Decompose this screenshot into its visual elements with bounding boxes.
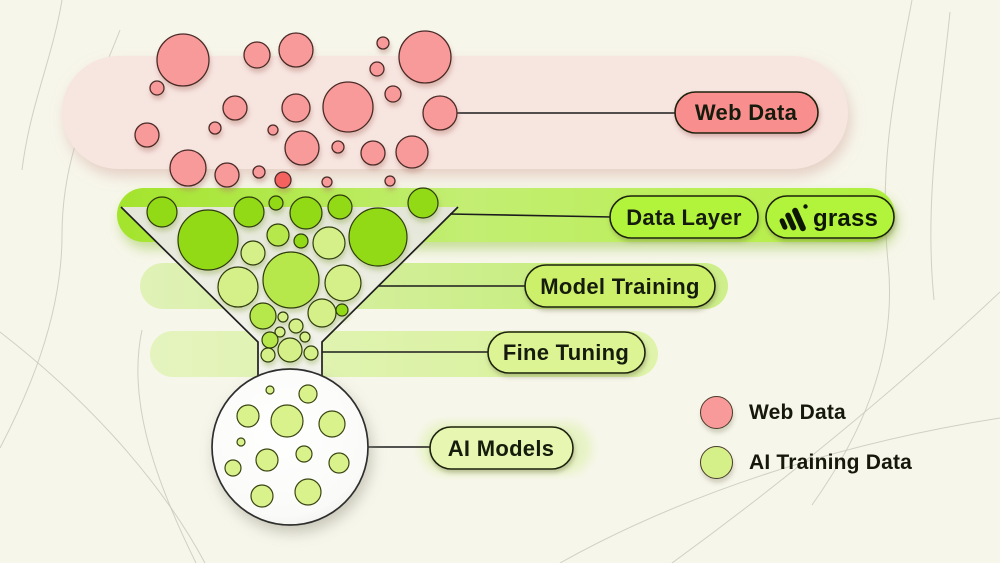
ai-training-data-swatch xyxy=(700,446,733,479)
legend-item-ai-training-data: AI Training Data xyxy=(700,446,912,479)
ai-model-dots xyxy=(224,384,350,508)
bubble xyxy=(214,162,240,188)
bubble xyxy=(243,41,271,69)
bubble xyxy=(240,240,266,266)
bubble xyxy=(156,33,210,87)
web-data-pill: Web Data xyxy=(674,91,819,134)
grass-logo-pill: grass xyxy=(765,195,895,239)
ai-models-sphere xyxy=(211,368,369,526)
grass-logo-icon xyxy=(779,204,808,232)
ai-models-pill-label: AI Models xyxy=(448,436,555,461)
bubble xyxy=(318,410,346,438)
bubble xyxy=(348,207,408,267)
bubble xyxy=(277,311,289,323)
fine-tuning-pill-label: Fine Tuning xyxy=(503,340,629,365)
bubble xyxy=(384,85,402,103)
model-training-pill-label: Model Training xyxy=(540,274,699,299)
bubble xyxy=(146,196,178,228)
bubble xyxy=(360,140,386,166)
web-data-bubbles xyxy=(134,30,458,189)
bubble xyxy=(331,140,345,154)
bubble xyxy=(177,209,239,271)
legend-item-web-data: Web Data xyxy=(700,396,912,429)
model-training-pill: Model Training xyxy=(524,264,716,308)
bubble xyxy=(260,347,276,363)
bubble xyxy=(293,233,309,249)
bubble xyxy=(307,298,337,328)
data-layer-pill-label: Data Layer xyxy=(626,205,742,230)
bubble xyxy=(274,326,286,338)
grass-logo-text: grass xyxy=(813,205,878,232)
bubble xyxy=(255,448,279,472)
bubble xyxy=(250,484,274,508)
bubble xyxy=(395,135,429,169)
funnel-left-edge xyxy=(120,206,259,377)
bubble xyxy=(249,302,277,330)
bubble xyxy=(169,149,207,187)
bubble xyxy=(407,187,439,219)
bubble xyxy=(261,331,279,349)
bubble xyxy=(134,122,160,148)
legend-label-web-data: Web Data xyxy=(749,400,846,424)
bubble xyxy=(322,81,374,133)
bubble xyxy=(149,80,165,96)
fine-tuning-pill: Fine Tuning xyxy=(487,331,646,374)
bubble xyxy=(384,175,396,187)
data-layer-pill: Data Layer xyxy=(609,195,759,239)
bubble xyxy=(236,404,260,428)
bubble xyxy=(299,331,311,343)
bubble xyxy=(303,345,319,361)
bubble xyxy=(233,196,265,228)
ai-models-pill: AI Models xyxy=(429,426,574,470)
bubble xyxy=(277,337,303,363)
bubble xyxy=(284,130,320,166)
bubble xyxy=(376,36,390,50)
bubble xyxy=(252,165,266,179)
bubble xyxy=(327,194,353,220)
bubble xyxy=(274,171,292,189)
bubble xyxy=(267,124,279,136)
bubble xyxy=(236,437,246,447)
bubble xyxy=(328,452,350,474)
bubble xyxy=(262,251,320,309)
bubble xyxy=(289,196,323,230)
bubble xyxy=(265,385,275,395)
training-data-bubbles xyxy=(146,187,439,363)
bubble xyxy=(278,32,314,68)
bubble xyxy=(294,478,322,506)
bubble xyxy=(222,95,248,121)
bubble xyxy=(217,266,259,308)
bubble xyxy=(224,459,242,477)
bubble xyxy=(312,226,346,260)
web-data-pill-label: Web Data xyxy=(695,100,798,125)
bubble xyxy=(288,318,304,334)
legend-label-ai-training-data: AI Training Data xyxy=(749,450,913,474)
bubble xyxy=(270,404,304,438)
bubble xyxy=(369,61,385,77)
bubble xyxy=(266,223,290,247)
bubble xyxy=(398,30,452,84)
bubble xyxy=(208,121,222,135)
web-data-swatch xyxy=(700,396,733,429)
bubble xyxy=(281,93,311,123)
funnel-right-edge xyxy=(321,206,459,377)
bubble xyxy=(335,303,349,317)
bubble xyxy=(298,384,318,404)
bubble xyxy=(268,195,284,211)
bubble xyxy=(321,176,333,188)
bubble xyxy=(295,445,313,463)
data-layer-connector xyxy=(449,213,613,218)
legend: Web Data AI Training Data xyxy=(700,396,912,479)
bubble xyxy=(422,95,458,131)
bubble xyxy=(324,264,362,302)
